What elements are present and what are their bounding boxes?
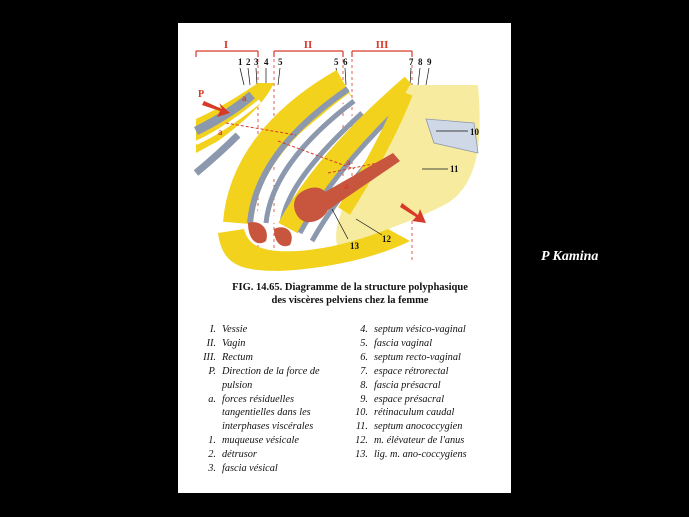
legend-text: lig. m. ano-coccygiens [374, 448, 467, 462]
legend-key: 6. [342, 351, 374, 365]
legend-item: 11.septum anococcygien [342, 420, 507, 434]
figure-caption: FIG. 14.65. Diagramme de la structure po… [200, 281, 500, 307]
legend-key: 3. [190, 462, 222, 476]
legend-key: I. [190, 323, 222, 337]
layer-number-8: 8 [418, 57, 423, 67]
residual-label-a3: a [346, 157, 351, 167]
legend-key: a. [190, 393, 222, 435]
callout-11: 11 [450, 164, 459, 174]
region-label-2: II [304, 39, 313, 51]
legend-item: 5.fascia vaginal [342, 337, 507, 351]
legend-item: 3.fascia vésical [190, 462, 340, 476]
legend-item: 9.espace présacral [342, 393, 507, 407]
residual-label-a1: a [242, 93, 247, 103]
legend-text: fascia présacral [374, 379, 441, 393]
region-label-1: I [224, 39, 228, 51]
legend-key: 4. [342, 323, 374, 337]
legend-key: 2. [190, 448, 222, 462]
legend-text: espace présacral [374, 393, 444, 407]
legend-text: Vagin [222, 337, 245, 351]
legend-key: 12. [342, 434, 374, 448]
perineal-muscle-mid [274, 227, 292, 246]
legend-item: I.Vessie [190, 323, 340, 337]
residual-label-a2: a [218, 127, 223, 137]
figure-page: I II III 1 2 3 4 5 5 6 7 8 9 [178, 23, 511, 493]
legend-item: 7.espace rétrorectal [342, 365, 507, 379]
legend-key: 1. [190, 434, 222, 448]
legend-text: fascia vaginal [374, 337, 432, 351]
residual-label-a4: a [344, 181, 349, 191]
legend-key: 13. [342, 448, 374, 462]
pelvic-viscera-diagram: I II III 1 2 3 4 5 5 6 7 8 9 [178, 23, 511, 283]
legend-text: septum anococcygien [374, 420, 462, 434]
layer-number-9: 9 [427, 57, 432, 67]
legend-text: rétinaculum caudal [374, 406, 454, 420]
legend-text: Direction de la force de pulsion [222, 365, 340, 393]
layer-number-5b: 5 [334, 57, 339, 67]
caption-line-1: FIG. 14.65. Diagramme de la structure po… [200, 281, 500, 294]
legend-key: P. [190, 365, 222, 393]
legend-key: 5. [342, 337, 374, 351]
legend-text: Rectum [222, 351, 253, 365]
legend-key: 11. [342, 420, 374, 434]
legend-text: muqueuse vésicale [222, 434, 299, 448]
legend-text: septum vésico-vaginal [374, 323, 466, 337]
legend-key: III. [190, 351, 222, 365]
legend-item: 1.muqueuse vésicale [190, 434, 340, 448]
legend-item: 8.fascia présacral [342, 379, 507, 393]
layer-number-4: 4 [264, 57, 269, 67]
legend-text: m. élévateur de l'anus [374, 434, 464, 448]
legend-text: fascia vésical [222, 462, 278, 476]
legend-key: II. [190, 337, 222, 351]
region-label-3: III [376, 39, 389, 51]
legend-key: 7. [342, 365, 374, 379]
legend-key: 10. [342, 406, 374, 420]
legend-key: 8. [342, 379, 374, 393]
legend-key: 9. [342, 393, 374, 407]
force-label-p: P [198, 89, 204, 100]
legend-text: détrusor [222, 448, 257, 462]
layer-number-7: 7 [409, 57, 414, 67]
legend-item: 2.détrusor [190, 448, 340, 462]
layer-number-5a: 5 [278, 57, 283, 67]
legend-text: septum recto-vaginal [374, 351, 461, 365]
legend-item: 12.m. élévateur de l'anus [342, 434, 507, 448]
caption-line-2: des viscères pelviens chez la femme [200, 294, 500, 307]
legend-item: III.Rectum [190, 351, 340, 365]
legend-text: espace rétrorectal [374, 365, 448, 379]
callout-13: 13 [350, 241, 360, 251]
perineal-muscle-left [248, 222, 267, 243]
legend-item: 4.septum vésico-vaginal [342, 323, 507, 337]
legend-item: 6.septum recto-vaginal [342, 351, 507, 365]
author-credit: P Kamina [541, 249, 598, 265]
layer-number-2: 2 [246, 57, 251, 67]
legend-text: forces résiduelles tangentielles dans le… [222, 393, 340, 435]
layer-number-6: 6 [343, 57, 348, 67]
layer-number-1: 1 [238, 57, 243, 67]
legend-item: 13.lig. m. ano-coccygiens [342, 448, 507, 462]
callout-12: 12 [382, 234, 392, 244]
legend-item: II.Vagin [190, 337, 340, 351]
layer-number-3: 3 [254, 57, 259, 67]
legend-item: P.Direction de la force de pulsion [190, 365, 340, 393]
legend-item: 10.rétinaculum caudal [342, 406, 507, 420]
legend-text: Vessie [222, 323, 247, 337]
callout-10: 10 [470, 127, 480, 137]
legend-item: a.forces résiduelles tangentielles dans … [190, 393, 340, 435]
